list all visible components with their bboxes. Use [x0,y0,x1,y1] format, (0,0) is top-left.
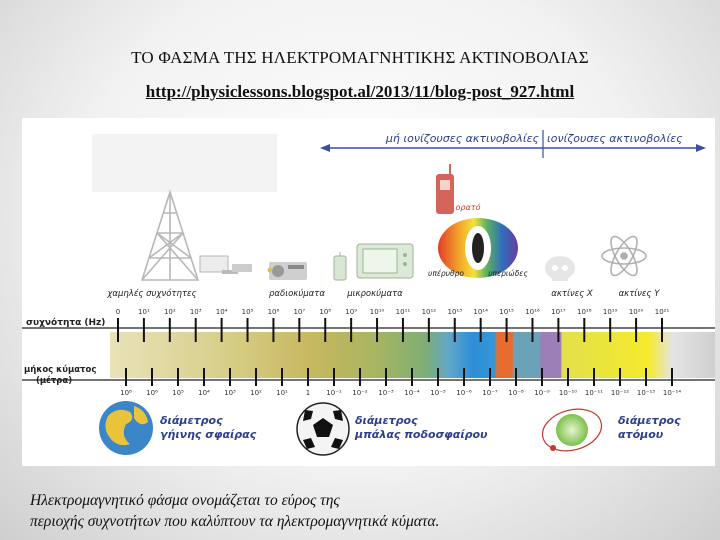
frequency-tick-label: 10³ [190,308,202,316]
wavelength-tick-label: 10⁻⁸ [508,389,524,397]
mobile-phone-icon [436,164,454,214]
caption-line-2: περιοχής συχνοτήτων που καλύπτουν τα ηλε… [30,513,440,530]
source-label-gamma: ακτίνες Υ [619,289,661,299]
frequency-tick-label: 10¹⁶ [525,308,540,316]
wavelength-axis-label-line1: μήκος κύματος [24,365,96,375]
wavelength-tick-label: 10⁻¹⁰ [559,389,577,397]
wavelength-tick-label: 10⁵ [172,389,184,397]
wavelength-tick-label: 10⁻¹³ [637,389,655,397]
slide-title: ΤΟ ΦΑΣΜΑ ΤΗΣ ΗΛΕΚΤΡΟΜΑΓΝΗΤΙΚΗΣ ΑΚΤΙΝΟΒΟΛ… [131,48,589,67]
skull-icon [545,256,575,281]
frequency-tick-label: 10⁹ [345,308,357,316]
frequency-tick-label: 10² [164,308,176,316]
power-tower-icon [140,189,200,281]
frequency-tick-label: 10⁴ [216,308,228,316]
wavelength-tick-label: 10⁸ [120,389,132,397]
football-icon [296,402,350,456]
wavelength-tick-label: 10⁻⁶ [456,389,472,397]
frequency-tick-label: 10¹⁷ [551,308,566,316]
wavelength-tick-label: 10⁴ [198,389,210,397]
wavelength-tick-label: 10³ [224,389,236,397]
visible-light-label: ορατό [456,202,481,212]
radiation-type-arrow [320,130,706,158]
wavelength-tick-label: 10⁶ [146,389,158,397]
radio-icon [267,262,307,280]
atom-label-line2: ατόμου [618,428,664,441]
frequency-tick-label: 10¹⁴ [473,308,488,316]
frequency-tick-label: 10¹¹ [396,308,411,316]
spectrum-figure: μή ιονίζουσες ακτινοβολίες ιονίζουσες ακ… [22,118,715,466]
frequency-axis-label: συχνότητα (Hz) [26,317,105,328]
infrared-label: υπέρυθρο [428,269,464,278]
microwave-icon [356,243,414,279]
wavelength-tick-label: 10⁻¹ [326,389,342,397]
ball-label-line2: μπάλας ποδοσφαίρου [354,428,488,441]
ionizing-label: ιονίζουσες ακτινοβολίες [547,132,683,145]
wavelength-tick-label: 10⁻³ [378,389,394,397]
frequency-tick-label: 10⁶ [268,308,280,316]
frequency-tick-label: 10⁵ [242,308,254,316]
caption-line-1: Ηλεκτρομαγνητικό φάσμα ονομάζεται το εύρ… [30,492,340,509]
wavelength-tick-label: 10⁻² [352,389,368,397]
source-label-low-frequency: χαμηλές συχνότητες [106,288,196,299]
wavelength-tick-label: 10⁻¹² [611,389,629,397]
frequency-tick-label: 0 [116,308,120,316]
wavelength-tick-label: 10⁻¹⁴ [663,389,681,397]
frequency-tick-label: 10¹³ [447,308,462,316]
eye-icon [438,218,518,278]
atom-diameter-icon [541,408,603,452]
frequency-tick-label: 10¹⁰ [370,308,385,316]
wavelength-tick-label: 10¹ [276,389,288,397]
frequency-tick-label: 10¹⁹ [603,308,618,316]
atom-icon [601,235,647,277]
ball-label-line1: διάμετρος [355,414,418,427]
frequency-tick-label: 10²¹ [655,308,670,316]
wavelength-tick-label: 10⁻¹¹ [585,389,603,397]
source-label-x-rays: ακτίνες Χ [551,289,593,299]
wavelength-tick-label: 10² [250,389,262,397]
caption: Ηλεκτρομαγνητικό φάσμα ονομάζεται το εύρ… [30,490,710,532]
wavelength-tick-label: 10⁻⁵ [430,389,446,397]
frequency-tick-label: 10²⁰ [629,308,644,316]
computer-icon [199,255,252,274]
source-link[interactable]: http://physiclessons.blogspot.al/2013/11… [145,82,575,101]
frequency-tick-label: 10¹² [422,308,437,316]
atom-label-line1: διάμετρος [618,414,681,427]
frequency-tick-label: 10⁸ [319,308,331,316]
frequency-tick-label: 10¹ [138,308,150,316]
ultraviolet-label: υπεριώδες [488,269,528,278]
wavelength-tick-label: 10⁻⁹ [534,389,550,397]
frequency-tick-label: 10¹⁵ [499,308,514,316]
wavelength-tick-label: 10⁻⁷ [482,389,498,397]
cell-phone-icon [333,252,347,281]
wavelength-tick-label: 1 [306,389,310,397]
frequency-tick-label: 10⁷ [293,308,305,316]
earth-icon [99,401,153,455]
source-label-microwave: μικροκύματα [346,289,403,299]
frequency-tick-label: 10¹⁸ [577,308,592,316]
wavelength-tick-label: 10⁻⁴ [404,389,420,397]
blank-panel [92,134,277,192]
earth-label-line2: γήινης σφαίρας [160,428,257,441]
earth-label-line1: διάμετρος [160,414,223,427]
source-label-radio: ραδιοκύματα [269,289,325,299]
non-ionizing-label: μή ιονίζουσες ακτινοβολίες [385,132,540,145]
